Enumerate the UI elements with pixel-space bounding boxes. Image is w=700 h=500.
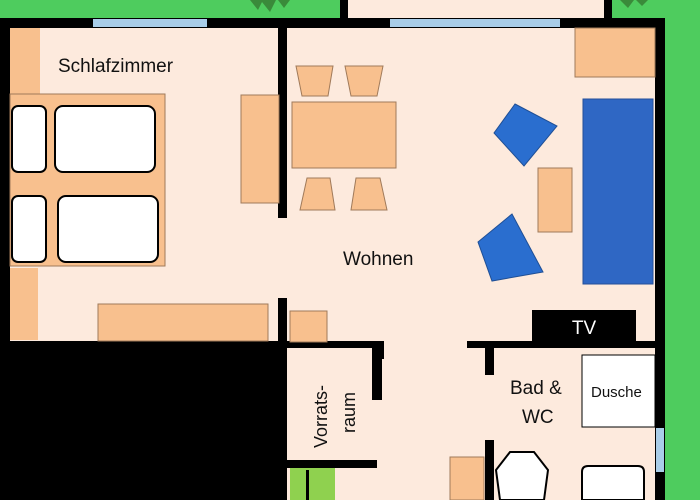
- bedroom-nightstand: [10, 268, 38, 340]
- dining-chair: [299, 177, 336, 211]
- armchair: [493, 103, 558, 167]
- wall-corridor-right: [467, 341, 655, 348]
- garden-top-right: [608, 0, 700, 22]
- wall-storage-bottom: [287, 460, 377, 468]
- pillow-bottom: [57, 195, 159, 263]
- wall-corridor-left: [10, 341, 380, 348]
- dining-table: [291, 101, 397, 169]
- window-bedroom: [93, 19, 207, 27]
- coffee-table: [537, 167, 573, 233]
- side-table: [289, 310, 328, 343]
- living-cabinet: [574, 27, 656, 78]
- wall-left: [0, 18, 10, 348]
- wall-bath-lower: [485, 440, 494, 500]
- pillow-top: [54, 105, 156, 173]
- label-bath-line1: Bad &: [510, 378, 562, 399]
- wardrobe-top-left: [10, 28, 40, 94]
- washbasin: [494, 451, 550, 500]
- neighbour-block: [0, 345, 282, 500]
- label-storage-line1: Vorrats-: [311, 385, 331, 448]
- windows: [93, 19, 664, 472]
- terrace: [345, 0, 608, 22]
- window-living: [390, 19, 560, 27]
- label-tv: TV: [572, 318, 597, 339]
- label-living: Wohnen: [343, 249, 413, 270]
- wall-bedroom-living-upper: [278, 28, 287, 218]
- bath-fixtures: [290, 354, 656, 500]
- wall-top: [0, 18, 664, 28]
- dining-chair: [295, 65, 334, 97]
- pillow-left-bottom: [11, 195, 47, 263]
- bedroom-shelf: [97, 303, 269, 342]
- label-storage-line2: raum: [339, 392, 359, 433]
- plant-stem: [306, 470, 309, 500]
- bedroom-dresser: [240, 94, 280, 204]
- bedroom-furniture: [9, 28, 280, 342]
- terrace-wall-left: [340, 0, 348, 22]
- tv-unit: [532, 310, 636, 344]
- wall-storage-side: [372, 348, 382, 400]
- living-furniture: [289, 27, 656, 344]
- sofa: [582, 98, 654, 285]
- dining-chair: [344, 65, 384, 97]
- plant-box: [290, 468, 335, 500]
- room-labels: Schlafzimmer Wohnen Bad & WC Dusche TV V…: [58, 56, 642, 448]
- tree-icon: [250, 0, 290, 12]
- bath-cabinet: [449, 456, 485, 500]
- tree-icon: [620, 0, 648, 8]
- window-bath: [656, 428, 664, 472]
- toilet: [581, 465, 645, 500]
- terrace-wall-right: [604, 0, 612, 22]
- dining-chair: [350, 177, 388, 211]
- shower: [581, 354, 656, 428]
- outer-walls: [0, 18, 665, 500]
- label-shower: Dusche: [591, 384, 642, 401]
- wall-right: [655, 18, 665, 500]
- label-bath-line2: WC: [522, 407, 554, 428]
- armchair: [477, 213, 544, 282]
- interior-walls: [10, 28, 655, 500]
- pillow-left-top: [11, 105, 47, 173]
- label-bedroom: Schlafzimmer: [58, 56, 174, 77]
- wall-bedroom-living-lower: [278, 298, 287, 500]
- wall-bath-upper: [485, 341, 494, 375]
